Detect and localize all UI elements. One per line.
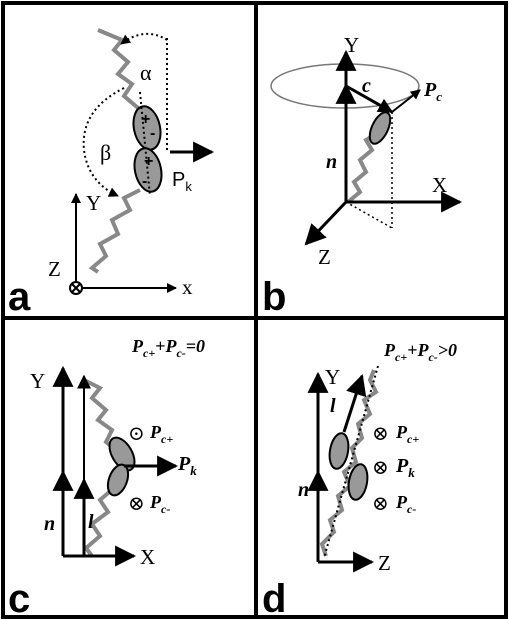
chain-b: [346, 132, 378, 204]
into-page-icon-1: ⊗: [372, 423, 389, 445]
axis-x-label: X: [432, 173, 447, 197]
vector-c: [345, 84, 394, 114]
momentum-arrow-pc: [391, 89, 421, 113]
alpha-arc: [120, 33, 168, 45]
charge-minus-2: -: [142, 173, 147, 190]
axis-x-label: X: [140, 545, 155, 569]
panel-d: Pc++Pc->0 Y Z n l ⊗ Pc+ ⊗ Pk ⊗ Pc- d: [262, 340, 457, 620]
polarization-sum-equation: Pc++Pc->0: [383, 340, 457, 364]
momentum-label-pc-plus: Pc+: [395, 422, 419, 446]
axis-y-label: Y: [30, 369, 45, 393]
vector-l-label: l: [330, 395, 336, 417]
momentum-label-pk: Pk: [395, 455, 415, 480]
panel-label-c: c: [8, 577, 30, 620]
chain-d: [319, 369, 379, 557]
chain-lower: [88, 188, 141, 274]
into-page-icon-2: ⊗: [372, 457, 389, 479]
polarization-sum-equation: Pc++Pc-=0: [131, 336, 205, 360]
chain-lower: [83, 486, 116, 558]
axis-y-label: Y: [325, 365, 340, 389]
charge-plus-2: +: [144, 153, 153, 170]
panel-label-a: a: [8, 275, 31, 319]
panel-b: Y X Z c n Pc b: [262, 33, 463, 319]
panel-label-d: d: [262, 577, 286, 620]
momentum-label-pc-plus: Pc+: [149, 422, 173, 446]
axis-x-label: x: [182, 275, 193, 299]
vector-c-label: c: [362, 75, 371, 97]
axis-y-label: Y: [344, 33, 359, 57]
panel-label-b: b: [262, 275, 286, 319]
chain-upper: [97, 28, 142, 119]
molecule-ellipse-upper: [328, 432, 350, 470]
out-of-page-icon: ⊙: [128, 423, 145, 445]
momentum-label-pk: Pk: [177, 453, 197, 478]
vector-n-label: n: [298, 479, 309, 501]
momentum-label-pc-minus: Pc-: [395, 492, 416, 516]
projection-dotted-diagonal: [345, 201, 393, 229]
angle-alpha-label: α: [140, 60, 152, 85]
chain-upper: [83, 378, 120, 454]
axis-z-label: Z: [48, 257, 61, 281]
momentum-label-pk: Pk: [172, 169, 192, 194]
panel-c: Pc++Pc-=0 Y X n l ⊙ Pc+ Pk ⊗ Pc- c: [8, 336, 205, 620]
panel-a: + - + - α β Pk Y x Z a: [8, 28, 215, 319]
charge-minus-1: -: [150, 125, 155, 142]
molecule-ellipse-upper: [132, 105, 162, 151]
vector-l: [342, 374, 367, 433]
into-page-icon-3: ⊗: [372, 493, 389, 515]
molecule-ellipse-b: [368, 111, 392, 145]
vector-l-label: l: [88, 511, 94, 533]
molecular-axis-dotted: [323, 365, 379, 559]
axis-z-into-page-icon: [69, 281, 83, 295]
axis-z-label: Z: [318, 245, 331, 269]
into-page-icon: ⊗: [128, 493, 145, 515]
vector-n-label: n: [44, 513, 55, 535]
molecule-ellipse-upper: [108, 436, 136, 472]
momentum-label-pc-minus: Pc-: [149, 492, 170, 516]
axis-y-label: Y: [86, 191, 101, 215]
momentum-label-pc: Pc: [423, 79, 442, 104]
molecule-ellipse-lower: [347, 463, 369, 501]
molecule-ellipse-lower: [106, 463, 130, 497]
charge-plus-1: +: [141, 111, 150, 128]
molecule-ellipse-lower: [133, 147, 163, 193]
vector-n-label: n: [326, 151, 337, 173]
axis-z-arrow: [304, 200, 348, 246]
angle-beta-label: β: [100, 140, 111, 165]
axis-z-label: Z: [378, 551, 391, 575]
